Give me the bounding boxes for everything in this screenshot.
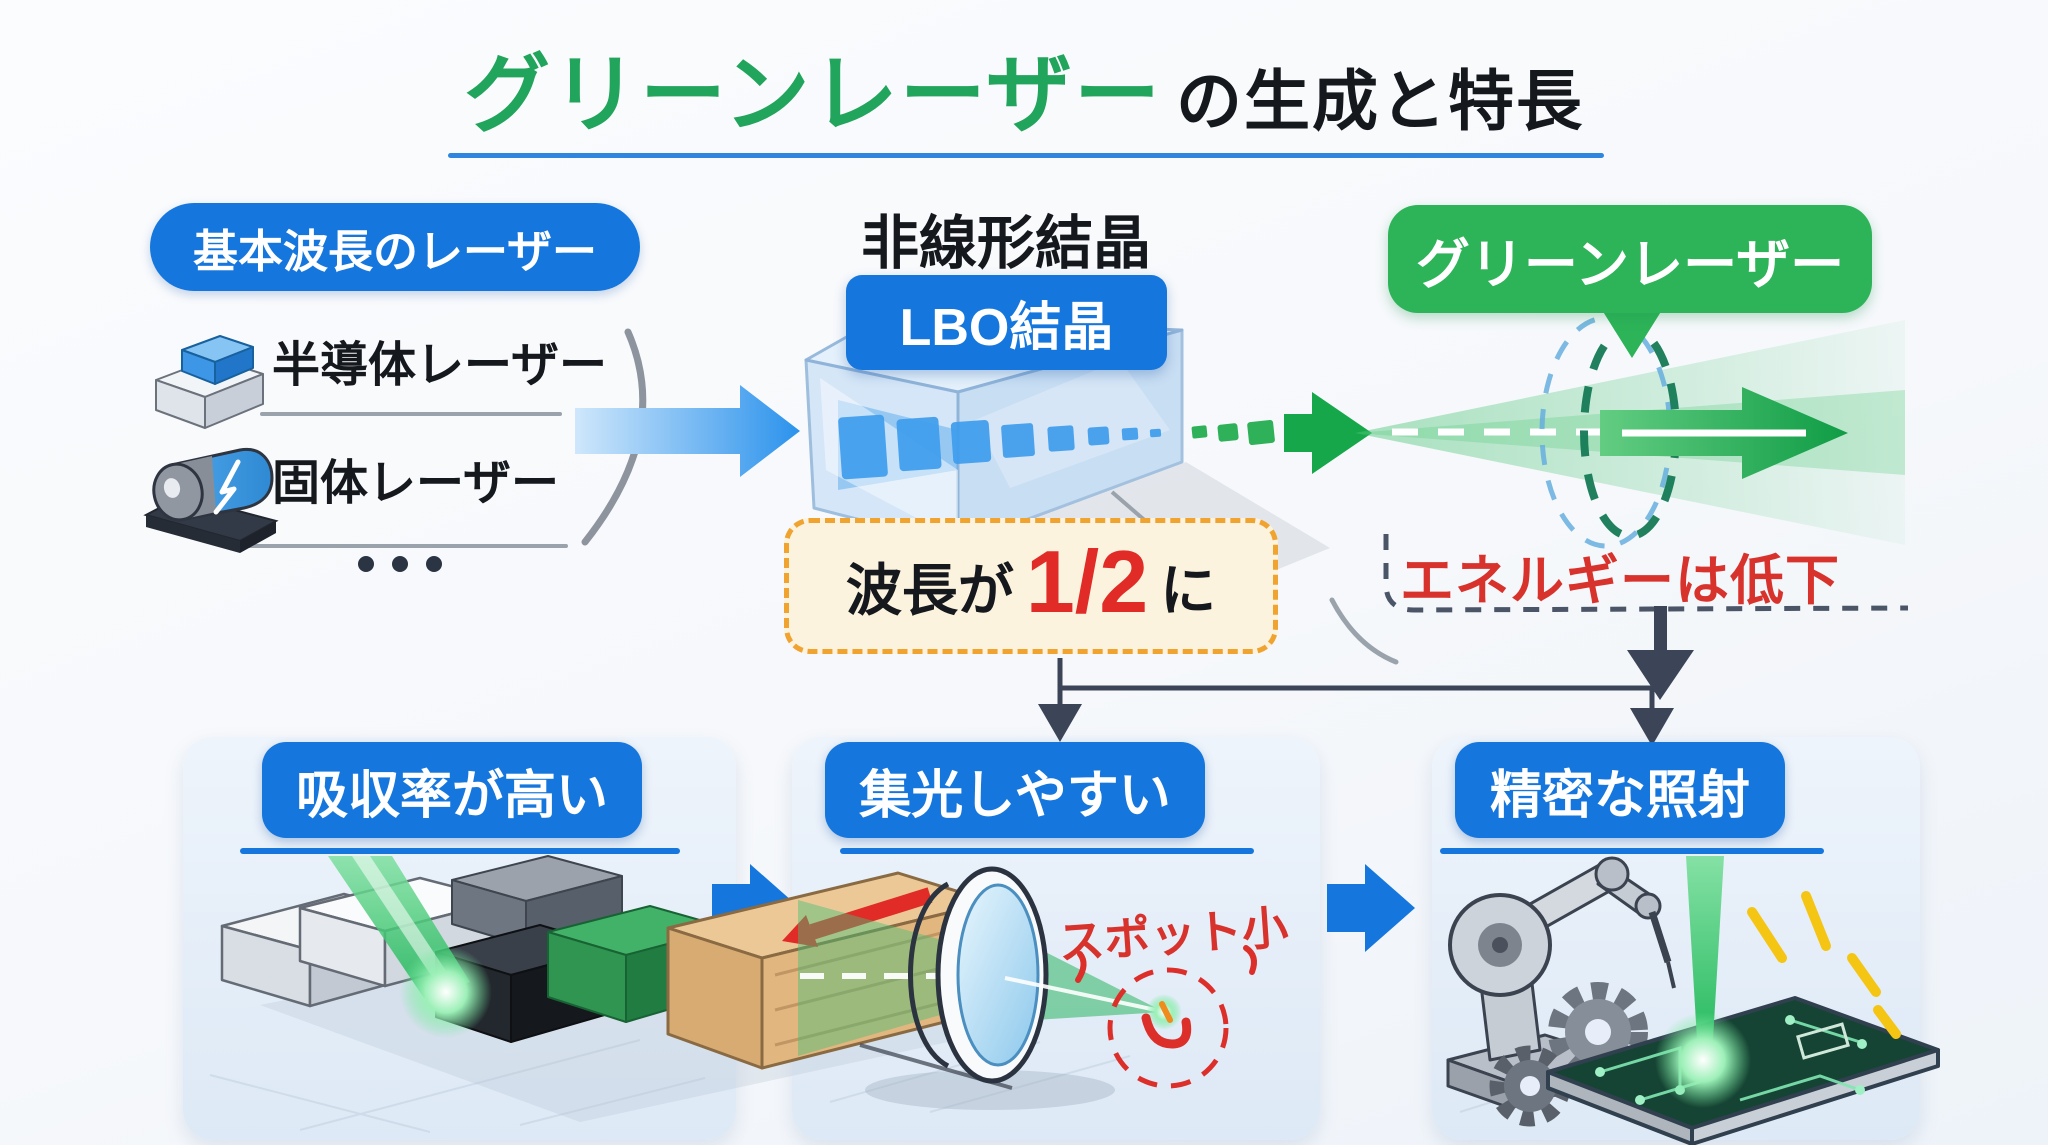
semiconductor-laser-icon	[155, 335, 264, 429]
feature-title-focus: 集光しやすい	[825, 742, 1205, 838]
feature-underline	[840, 848, 1254, 854]
energy-note: エネルギーは低下	[1400, 551, 1840, 611]
lbo-crystal-badge: LBO結晶	[846, 275, 1167, 370]
ir-beam-dashes	[838, 414, 1162, 480]
robot-arm-pcb-illustration	[1446, 856, 1940, 1145]
title-highlight: グリーンレーザー	[464, 47, 1162, 143]
input-beam-arrow-icon	[575, 385, 800, 477]
page-title: グリーンレーザー の生成と特長	[0, 24, 2048, 149]
ellipsis-dot	[358, 556, 374, 572]
absorption-blocks-illustration	[209, 855, 994, 1133]
badge-pointer	[1602, 310, 1662, 358]
decorative-curve	[1329, 597, 1399, 665]
down-arrow-icon	[1654, 606, 1667, 656]
source-group-art	[143, 328, 647, 553]
flow-branch-connector-icon	[1038, 658, 1674, 746]
green-laser-badge: グリーンレーザー	[1388, 205, 1872, 313]
source-laser-badge: 基本波長のレーザー	[150, 203, 640, 291]
title-rest: の生成と特長	[1175, 64, 1584, 138]
title-underline	[448, 153, 1604, 158]
solid-state-laser-label: 固体レーザー	[272, 457, 560, 510]
ellipsis-dot	[426, 556, 442, 572]
feature-underline	[240, 848, 680, 854]
spot-circle	[1107, 967, 1229, 1089]
spark-icon	[1747, 891, 1901, 1039]
feature-title-precision: 精密な照射	[1455, 742, 1785, 838]
focus-lens-illustration	[798, 866, 1257, 1113]
wavelength-value: 1/2	[1025, 532, 1149, 631]
feature-title-absorption: 吸収率が高い	[262, 742, 642, 838]
more-lasers-ellipsis	[358, 556, 442, 572]
down-arrow-icon	[1627, 650, 1694, 700]
wavelength-suffix: に	[1160, 558, 1217, 622]
green-beam-arrow-icon	[1284, 392, 1372, 474]
feature-underline	[1440, 848, 1824, 854]
energy-note-bracket	[1383, 534, 1909, 613]
wavelength-note: 波長が 1/2 に	[784, 518, 1278, 654]
green-beam-dashes	[1191, 419, 1275, 445]
main-flow-art	[575, 310, 1905, 642]
crystal-heading: 非線形結晶	[860, 211, 1151, 276]
wavelength-prefix: 波長が	[845, 558, 1014, 622]
semiconductor-laser-label: 半導体レーザー	[272, 339, 608, 392]
next-step-arrow-icon	[1327, 864, 1415, 952]
solid-state-laser-icon	[143, 447, 279, 553]
ellipsis-dot	[392, 556, 408, 572]
